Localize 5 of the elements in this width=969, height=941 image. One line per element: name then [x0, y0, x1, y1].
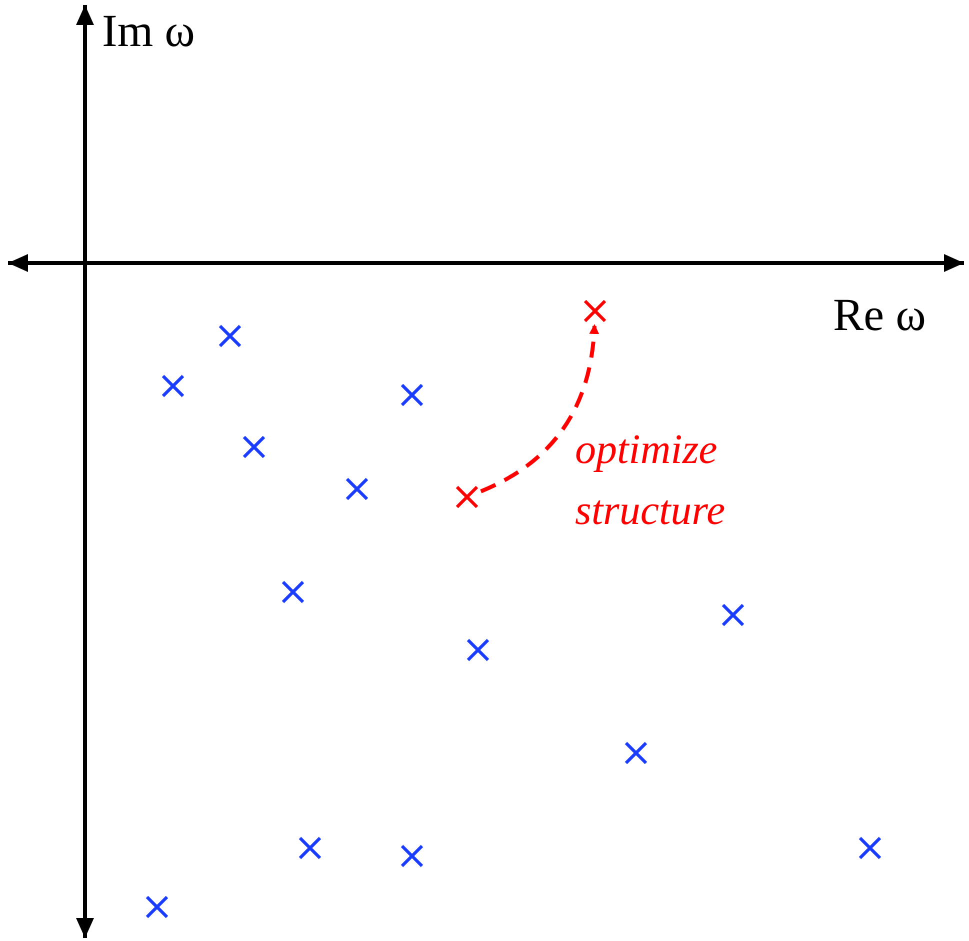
axis-label: Im ω [102, 8, 195, 54]
axis-label: Re ω [833, 292, 926, 338]
arrow [480, 324, 599, 494]
cross-mark [455, 485, 479, 509]
cross-mark [583, 299, 607, 323]
